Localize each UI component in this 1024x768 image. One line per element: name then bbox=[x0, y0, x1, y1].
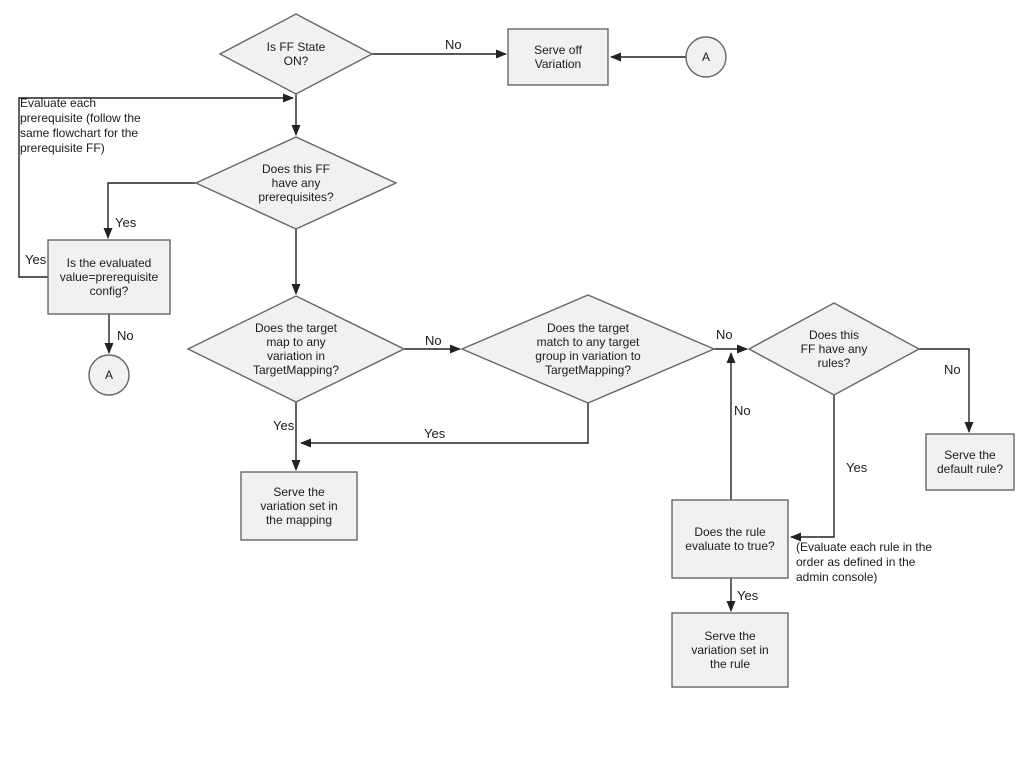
edge-label-ffstate-no: No bbox=[445, 37, 462, 52]
decision-ff-state bbox=[218, 13, 374, 95]
decision-target-match bbox=[460, 294, 716, 404]
process-serve-mapping bbox=[240, 471, 358, 541]
edge-label-ruleeval-yes: Yes bbox=[737, 588, 759, 603]
connector-a-left bbox=[88, 354, 130, 396]
edge-targetmatch-yes bbox=[300, 403, 589, 448]
edge-label-rules-no: No bbox=[944, 362, 961, 377]
process-evaluated-value bbox=[47, 239, 171, 315]
note-rule-order: (Evaluate each rule in the order as defi… bbox=[796, 540, 933, 584]
edge-label-evaluated-no: No bbox=[117, 328, 134, 343]
decision-has-rules bbox=[747, 302, 921, 396]
process-serve-off-variation bbox=[507, 28, 609, 86]
note-prerequisite: Evaluate each prerequisite (follow the s… bbox=[20, 96, 141, 155]
edge-label-targetmap-yes: Yes bbox=[273, 418, 295, 433]
edge-rules-yes bbox=[790, 395, 835, 542]
edge-label-loop-yes: Yes bbox=[25, 252, 47, 267]
edge-label-targetmatch-no: No bbox=[716, 327, 733, 342]
edge-label-rules-yes: Yes bbox=[846, 460, 868, 475]
process-serve-rule bbox=[671, 612, 789, 688]
connector-a-top bbox=[685, 36, 727, 78]
edge-label-targetmap-no: No bbox=[425, 333, 442, 348]
process-rule-evaluate bbox=[671, 499, 789, 579]
decision-has-prerequisites bbox=[194, 136, 398, 230]
edge-label-ruleeval-no: No bbox=[734, 403, 751, 418]
decision-target-map bbox=[186, 295, 406, 403]
edge-evaluated-yes-loop bbox=[18, 93, 294, 278]
edge-prereq-yes bbox=[103, 182, 196, 239]
edge-label-targetmatch-yes: Yes bbox=[424, 426, 446, 441]
edge-label-prereq-yes: Yes bbox=[115, 215, 137, 230]
process-serve-default bbox=[925, 433, 1015, 491]
edge-rules-no bbox=[919, 348, 974, 433]
